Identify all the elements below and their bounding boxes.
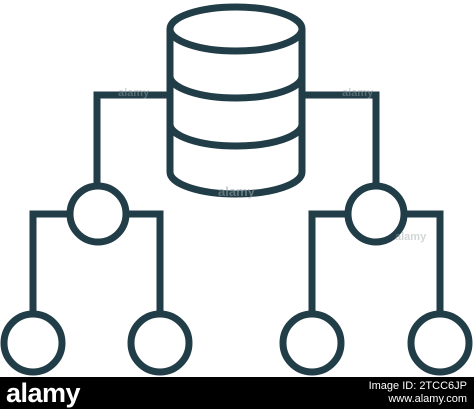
connector-left-top <box>93 91 170 185</box>
branch-nodes <box>66 182 408 246</box>
connector-left-branch-left <box>29 210 70 313</box>
database-band-1 <box>166 75 306 102</box>
connector-left-branch-right <box>126 210 164 313</box>
image-id-line: Image ID: 2TCC6JP <box>368 380 467 392</box>
image-url-line: www.alamy.com <box>388 393 467 405</box>
database-band-2 <box>166 123 306 150</box>
database-body <box>166 29 306 198</box>
database-icon <box>166 3 306 198</box>
connector-right-branch-right <box>404 210 444 313</box>
branch-node-right <box>344 182 408 246</box>
leaf-node-3 <box>279 310 345 376</box>
branch-node-left <box>66 182 130 246</box>
connector-right-branch-left <box>308 210 348 313</box>
database-network-icon <box>0 3 473 376</box>
image-id-text: Image ID: 2TCC6JP www.alamy.com <box>369 380 467 406</box>
database-top-ellipse <box>166 3 306 55</box>
brand-logo: alamy <box>6 378 81 408</box>
connector-right-top <box>300 91 380 185</box>
footer-bar: alamy Image ID: 2TCC6JP www.alamy.com <box>0 377 474 409</box>
leaf-node-2 <box>127 310 193 376</box>
connector-lines <box>29 91 444 313</box>
leaf-node-1 <box>0 310 66 376</box>
leaf-nodes <box>0 310 473 376</box>
leaf-node-4 <box>407 310 473 376</box>
